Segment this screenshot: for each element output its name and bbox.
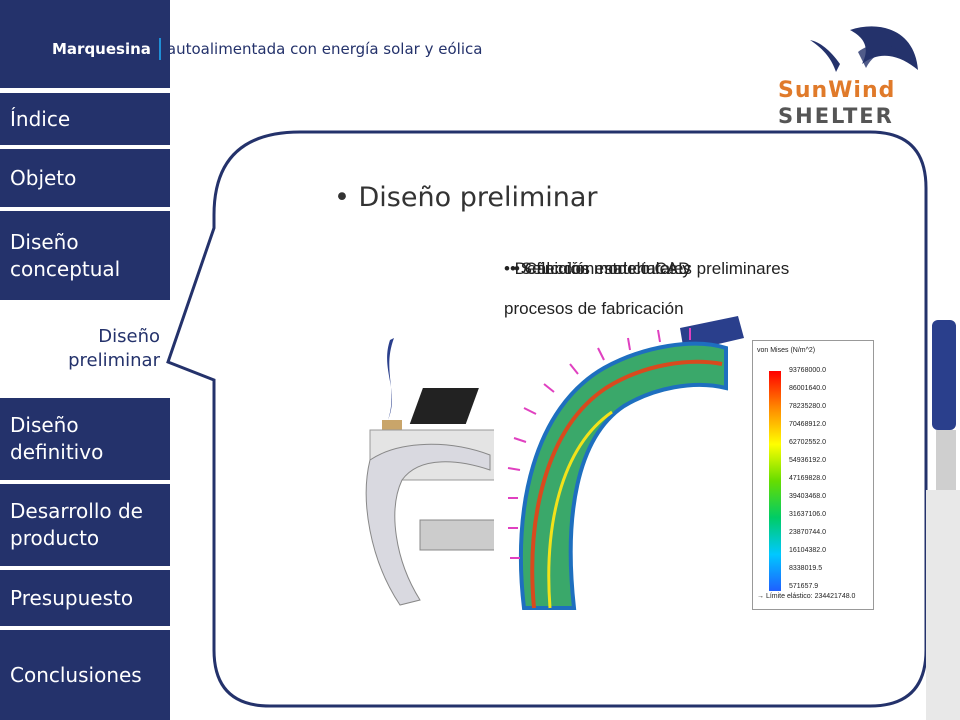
legend-value: 54936192.0	[789, 457, 826, 464]
legend-value: 571657.9	[789, 583, 819, 590]
nav-item-label: Desarrollo de producto	[10, 499, 143, 550]
slide-header: Marquesina autoalimentada con energía so…	[52, 38, 482, 60]
right-edge-decoration	[926, 320, 960, 720]
legend-value: 47169828.0	[789, 475, 826, 482]
logo-line-1: SunWind	[778, 78, 896, 103]
nav-item-label: Objeto	[10, 165, 77, 190]
legend-value: 39403468.0	[789, 493, 826, 500]
legend-footer: → Límite elástico: 234421748.0	[757, 593, 856, 600]
stress-analysis-image	[494, 288, 744, 616]
sunwind-logo-icon	[810, 26, 918, 72]
nav-item-label: Conclusiones	[10, 662, 142, 687]
nav-item-objeto[interactable]: Objeto	[0, 149, 170, 207]
bullet-cad-model: • Definición modelo CAD	[504, 259, 691, 278]
nav-item-label: Presupuesto	[10, 585, 134, 610]
nav-item-diseno-definitivo[interactable]: Diseño definitivo	[0, 398, 170, 480]
sidebar-nav: Índice Objeto Diseño conceptual Diseño p…	[0, 0, 170, 720]
nav-item-presupuesto[interactable]: Presupuesto	[0, 570, 170, 626]
shelter-3d-model-image	[365, 338, 510, 606]
bullet-structural-calcs: • Cálculos estructurales preliminares	[514, 259, 790, 278]
legend-color-bar	[769, 371, 781, 591]
header-title-rest: autoalimentada con energía solar y eólic…	[166, 40, 483, 58]
bullet-materials: • Selección materiales y	[510, 259, 691, 278]
sidebar-header-block	[0, 0, 170, 88]
legend-title: von Mises (N/m^2)	[757, 347, 816, 354]
legend-value: 8338019.5	[789, 565, 823, 572]
nav-item-label: Índice	[10, 106, 71, 131]
nav-item-desarrollo-producto[interactable]: Desarrollo de producto	[0, 484, 170, 566]
slide-title: • Diseño preliminar	[334, 182, 598, 213]
legend-value: 23870744.0	[789, 529, 826, 536]
legend-value: 31637106.0	[789, 511, 826, 518]
legend-value: 70468912.0	[789, 421, 826, 428]
header-separator	[158, 38, 161, 60]
nav-item-label: Diseño definitivo	[10, 413, 104, 464]
header-title-bold: Marquesina	[52, 40, 151, 58]
nav-item-label: Diseño preliminar	[68, 326, 160, 371]
bullet-continuation: procesos de fabricación	[504, 299, 684, 318]
legend-value: 93768000.0	[789, 367, 826, 374]
logo-line-2: SHELTER	[778, 104, 894, 128]
nav-item-diseno-conceptual[interactable]: Diseño conceptual	[0, 211, 170, 300]
nav-item-label: Diseño conceptual	[10, 229, 121, 281]
nav-item-conclusiones[interactable]: Conclusiones	[0, 630, 170, 720]
nav-item-diseno-preliminar[interactable]: Diseño preliminar	[0, 306, 170, 392]
legend-value: 16104382.0	[789, 547, 826, 554]
legend-value: 78235280.0	[789, 403, 826, 410]
legend-value: 86001640.0	[789, 385, 826, 392]
nav-item-indice[interactable]: Índice	[0, 93, 170, 145]
legend-value: 62702552.0	[789, 439, 826, 446]
stress-legend: von Mises (N/m^2) 93768000.0 86001640.0 …	[752, 340, 874, 610]
